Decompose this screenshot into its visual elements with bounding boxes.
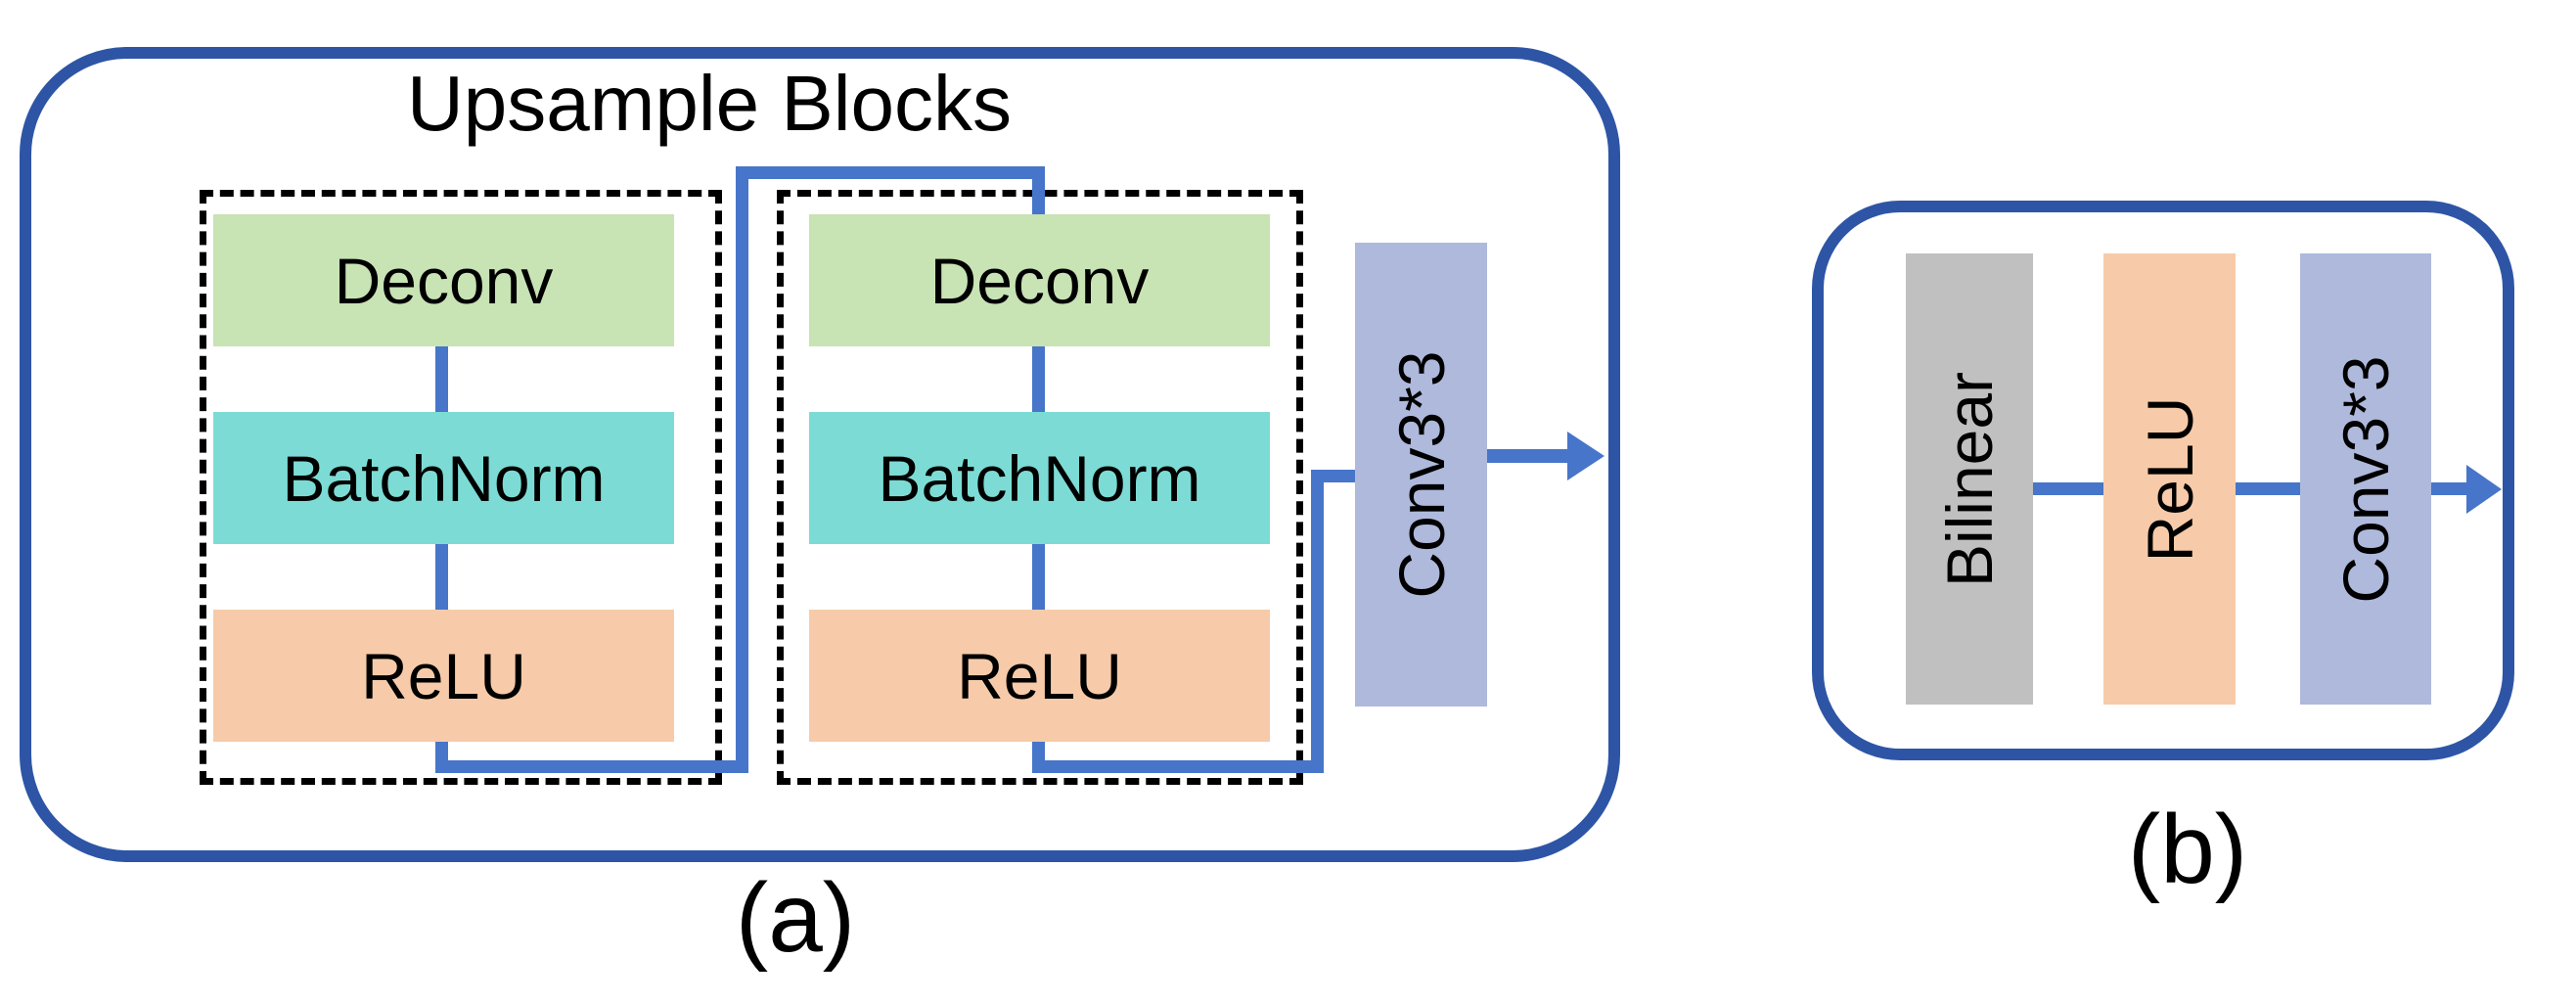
deconv-layer-2: Deconv — [809, 214, 1270, 346]
upsample-block-1 — [200, 190, 722, 785]
bilinear-layer: Bilinear — [1906, 253, 2033, 705]
conv3x3-layer-b: Conv3*3 — [2300, 253, 2431, 705]
batchnorm-layer-2: BatchNorm — [809, 412, 1270, 544]
relu-layer-b: ReLU — [2103, 253, 2236, 705]
relu-layer-2: ReLU — [809, 610, 1270, 742]
panel-b-caption: (b) — [2127, 795, 2248, 904]
connector-segment — [435, 760, 748, 773]
conv3x3-label-a: Conv3*3 — [1384, 350, 1458, 599]
conv3x3-label-b: Conv3*3 — [2329, 354, 2402, 604]
connector-segment — [736, 166, 748, 773]
panel-a-title: Upsample Blocks — [406, 60, 1012, 147]
connector-segment — [736, 166, 1045, 179]
batchnorm-layer-1: BatchNorm — [213, 412, 674, 544]
panel-a-frame — [20, 47, 1620, 862]
relu-layer-1: ReLU — [213, 610, 674, 742]
conv3x3-layer-a: Conv3*3 — [1355, 243, 1487, 707]
deconv-layer-1: Deconv — [213, 214, 674, 346]
relu-label-b: ReLU — [2133, 396, 2206, 562]
connector-segment — [2431, 482, 2468, 495]
connector-segment — [1032, 760, 1324, 773]
arrow-right-icon — [2466, 465, 2502, 514]
connector-segment — [1032, 544, 1045, 610]
connector-segment — [1311, 470, 1324, 773]
bilinear-label: Bilinear — [1933, 371, 2006, 587]
connector-segment — [2033, 482, 2103, 495]
connector-segment — [2236, 482, 2300, 495]
arrow-right-icon — [1567, 432, 1604, 480]
connector-segment — [1487, 449, 1567, 463]
panel-a-caption: (a) — [735, 863, 856, 973]
connector-segment — [435, 544, 448, 610]
connector-segment — [1032, 346, 1045, 412]
connector-segment — [1311, 470, 1355, 482]
panel-b-frame — [1812, 201, 2514, 760]
connector-segment — [435, 346, 448, 412]
connector-segment — [1032, 166, 1045, 214]
